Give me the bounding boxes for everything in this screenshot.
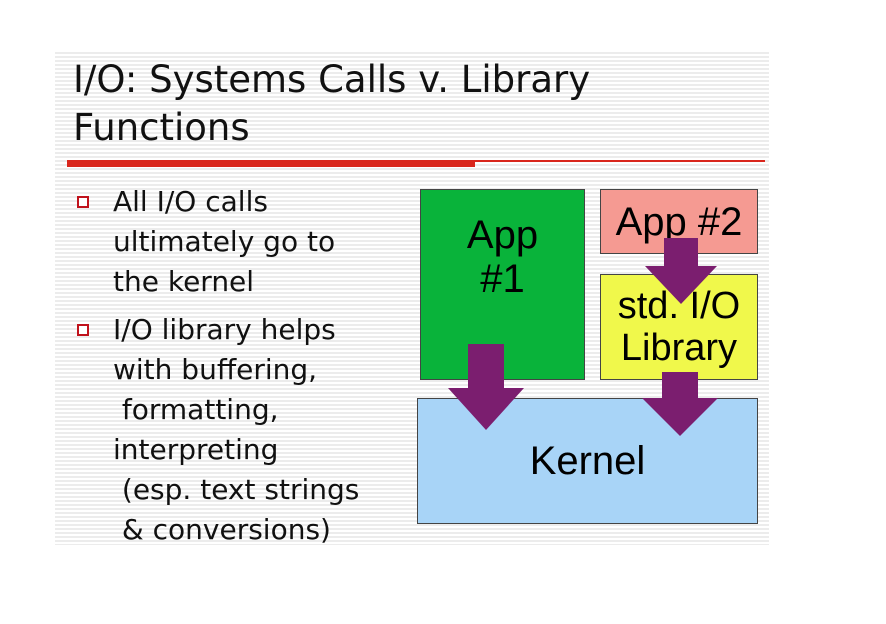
app1-label: App #1 (466, 212, 539, 301)
slide-title: I/O: Systems Calls v. Library Functions (73, 58, 591, 149)
title-underline-thin (475, 160, 765, 162)
bullet-list: All I/O calls ultimately go to the kerne… (55, 50, 435, 545)
bullet-marker-2 (77, 324, 89, 336)
bullet-1-text: All I/O calls ultimately go to the kerne… (113, 185, 336, 298)
app1-to-kernel-arrow (448, 344, 524, 430)
bullet-marker-1 (77, 196, 89, 208)
title-underline-thick (67, 160, 475, 167)
app2-label: App #2 (615, 199, 743, 244)
stdio-library-label: std. I/O Library (617, 285, 741, 369)
kernel-label: Kernel (529, 439, 646, 483)
bullet-2-text: I/O library helps with buffering, format… (113, 313, 360, 545)
app2-to-stdio-arrow (645, 238, 717, 304)
kernel-box: Kernel (417, 398, 758, 524)
stdio-to-kernel-arrow (642, 372, 718, 436)
